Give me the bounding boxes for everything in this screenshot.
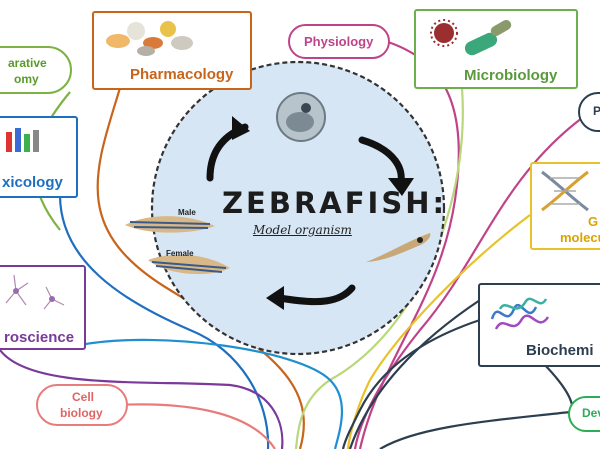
connector-biochem-2 [348, 299, 481, 449]
topic-comparative-anatomy[interactable]: arative omy [0, 46, 72, 94]
comparative-label-2: omy [14, 72, 39, 86]
connector-microbiology [294, 87, 464, 449]
cell-biology-label-2: biology [60, 406, 103, 420]
connector-pharmacology [96, 87, 305, 449]
topic-cell-biology[interactable]: Cell biology [36, 384, 128, 426]
topic-toxicology[interactable]: xicology [0, 116, 78, 198]
protein-icon [490, 297, 550, 330]
microbiology-label: Microbiology [464, 67, 558, 84]
biochemistry-label: Biochemi [526, 342, 594, 359]
toxicology-label: xicology [2, 174, 63, 191]
adult-fish-icon [125, 216, 230, 275]
virus-bacteria-icon [430, 19, 512, 56]
connector-biochemistry [341, 318, 481, 449]
genetics-label-1: G [588, 214, 599, 229]
female-label: Female [166, 249, 194, 258]
physiology-label: Physiology [304, 34, 374, 49]
comparative-label-1: arative [8, 56, 47, 70]
topic-microbiology[interactable]: Microbiology [414, 9, 578, 89]
embryo-icon [276, 92, 326, 142]
connector-cell-biology [99, 403, 276, 449]
pills-icon [106, 21, 193, 56]
development-label: Dev [582, 406, 600, 420]
center-subtitle: Model organism [253, 223, 352, 237]
top-right-label: P [593, 104, 600, 118]
cell-biology-label-1: Cell [72, 390, 95, 404]
topic-development[interactable]: Dev [568, 396, 600, 432]
topic-biochemistry[interactable]: Biochemi [478, 283, 600, 367]
topic-pharmacology[interactable]: Pharmacology [92, 11, 252, 90]
topic-neuroscience[interactable]: roscience [0, 265, 86, 350]
pharmacology-label: Pharmacology [130, 66, 234, 83]
neurons-icon [5, 274, 65, 310]
genetics-label-2: molecu [560, 230, 600, 245]
topic-genetics-molecular[interactable]: G molecu [530, 162, 600, 250]
connector-toxicology [58, 194, 270, 449]
larva-icon [366, 233, 431, 262]
connector-development [379, 410, 571, 449]
vials-icon [6, 128, 39, 152]
dna-icon [541, 170, 589, 212]
neuroscience-label: roscience [4, 329, 75, 346]
connector-neuroscience [79, 338, 344, 449]
center-title: ZEBRAFISH: [222, 186, 448, 220]
male-label: Male [178, 208, 196, 217]
connector-neuro-2 [0, 349, 284, 449]
topic-physiology[interactable]: Physiology [288, 24, 390, 59]
